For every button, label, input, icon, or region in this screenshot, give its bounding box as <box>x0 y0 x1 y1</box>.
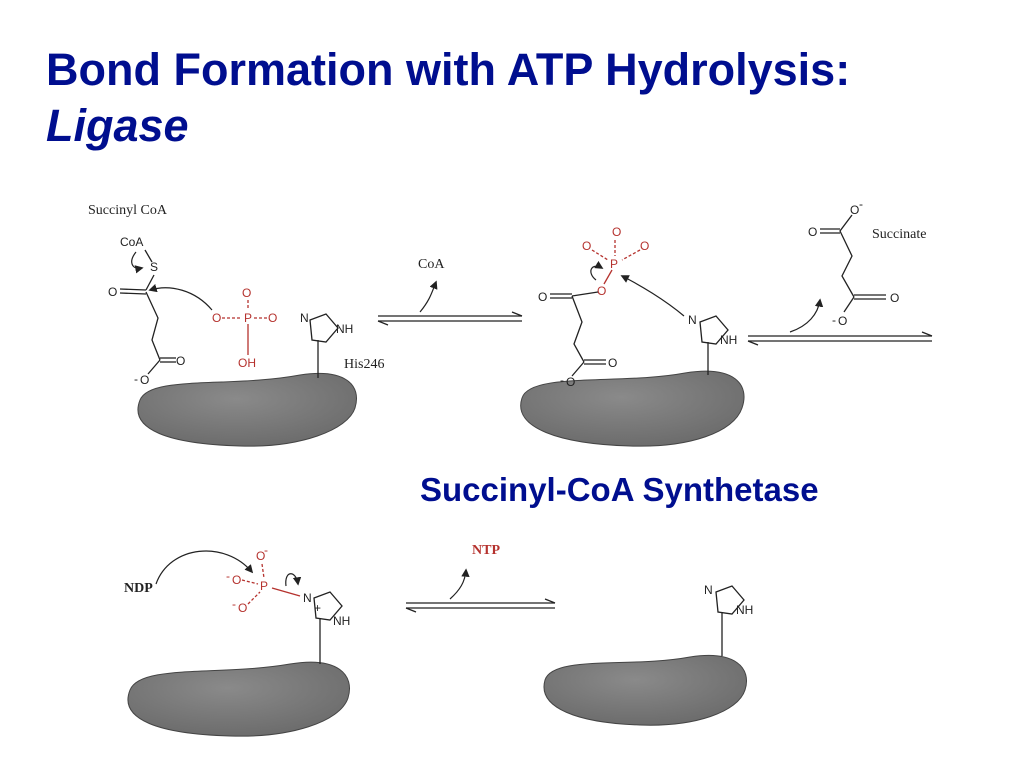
imidazole-n-2: N <box>688 313 697 327</box>
phosphorus-1: P <box>244 311 252 325</box>
succinate-bond-o <box>843 296 855 313</box>
chain-2 <box>571 295 585 363</box>
imidazole-ring-2 <box>699 315 729 345</box>
coa-released-label: CoA <box>418 257 445 272</box>
bond-c-o-1 <box>147 359 161 375</box>
phosphorus-2: P <box>610 257 618 271</box>
imidazole-n-4: N <box>704 583 713 597</box>
title-line-2: Ligase <box>46 100 189 151</box>
p3-o-top: O <box>256 549 265 563</box>
slide-title: Bond Formation with ATP Hydrolysis: Liga… <box>46 42 850 154</box>
nucleophilic-arrow-1 <box>148 284 213 311</box>
curved-arrow-p2 <box>590 260 604 281</box>
ndp-label: NDP <box>124 581 153 596</box>
succinate-label: Succinate <box>872 227 926 242</box>
succinate-o-minus-bottom: O <box>838 314 847 328</box>
succinate-o-minus-top: O <box>850 203 859 217</box>
equilibrium-2-head-top <box>921 331 933 337</box>
p2-bond-left <box>591 249 609 261</box>
p2-bond-bridge <box>603 269 613 285</box>
p2-o-bridge: O <box>597 284 606 298</box>
imidazole-nh-4: NH <box>736 603 753 617</box>
succinate-release-arrow <box>789 298 824 333</box>
p3-bond-top <box>261 563 265 579</box>
p3-o-left: O <box>232 573 241 587</box>
equilibrium-3-head-top <box>544 598 556 604</box>
ndp-attack-arrow <box>155 550 254 585</box>
imidazole-n-3: N <box>303 591 312 605</box>
enzyme-blob-4 <box>543 655 747 726</box>
p3-charge-left: - <box>226 569 230 583</box>
p1-o-left: O <box>212 311 221 325</box>
imidazole-ring-3 <box>313 591 343 621</box>
oxygen-carbonyl-1: O <box>108 285 117 299</box>
p1-hydroxyl: OH <box>238 356 256 370</box>
bond-c-o-2 <box>571 361 585 377</box>
bond-coa-s <box>144 249 153 263</box>
curved-arrow-p3 <box>285 573 302 587</box>
succinyl-coa-label: Succinyl CoA <box>88 203 168 218</box>
oxygen-carboxyl-1: O <box>176 354 185 368</box>
imidazole-n-1: N <box>300 311 309 325</box>
imidazole-ring-4 <box>715 585 745 615</box>
oxygen-carbonyl-2: O <box>538 290 547 304</box>
succinate-o-bottom: O <box>890 291 899 305</box>
chain-1 <box>145 291 161 361</box>
nucleophilic-arrow-2 <box>620 275 685 317</box>
p1-o-top: O <box>242 286 251 300</box>
equilibrium-2-head-bottom <box>747 340 759 346</box>
p1-o-right: O <box>268 311 277 325</box>
imidazole-nh-1: NH <box>336 322 353 336</box>
charge-minus-1: - <box>134 372 138 386</box>
p3-charge-top: - <box>264 543 268 557</box>
title-line-1: Bond Formation with ATP Hydrolysis: <box>46 44 851 95</box>
coa-group-1: CoA <box>120 235 143 249</box>
ntp-label: NTP <box>472 543 500 558</box>
p3-charge-bottom: - <box>232 597 236 611</box>
p3-bond-n <box>271 587 301 597</box>
p3-bond-left <box>241 579 259 585</box>
curved-arrow-s <box>131 251 144 274</box>
p2-o-right: O <box>640 239 649 253</box>
double-bond-1a <box>119 288 147 291</box>
p3-bond-bottom <box>247 591 261 605</box>
equilibrium-1-head-bottom <box>377 320 389 326</box>
oxygen-minus-1: O <box>140 373 149 387</box>
ntp-release-arrow <box>449 568 470 600</box>
equilibrium-1-head-top <box>511 311 523 317</box>
enzyme-name: Succinyl-CoA Synthetase <box>420 471 819 508</box>
bond-s-c <box>145 274 155 291</box>
imidazole-ring-1 <box>309 313 339 343</box>
bond-o-c-2 <box>571 291 599 297</box>
succinate-o-top: O <box>808 225 817 239</box>
p2-o-left: O <box>582 239 591 253</box>
equilibrium-3-head-bottom <box>405 607 417 613</box>
enzyme-blob-2 <box>520 370 745 447</box>
p3-o-bottom: O <box>238 601 247 615</box>
imidazole-charge-3: + <box>314 601 321 615</box>
oxygen-minus-2: O <box>566 375 575 389</box>
sulfur-1: S <box>150 260 158 274</box>
charge-minus-2: - <box>560 373 564 387</box>
imidazole-nh-3: NH <box>333 614 350 628</box>
enzyme-blob-1 <box>137 373 357 447</box>
succinate-charge-top: - <box>859 197 863 211</box>
double-bond-1b <box>119 292 147 295</box>
succinate-charge-bottom: - <box>832 313 836 327</box>
enzyme-blob-3 <box>127 661 350 737</box>
succinate-chain <box>839 214 855 298</box>
phosphorus-3: P <box>260 579 268 593</box>
imidazole-nh-2: NH <box>720 333 737 347</box>
coa-release-arrow <box>419 280 438 313</box>
p2-o-top: O <box>612 225 621 239</box>
his246-label: His246 <box>344 357 384 372</box>
oxygen-carboxyl-2: O <box>608 356 617 370</box>
p2-bond-right <box>621 249 641 261</box>
